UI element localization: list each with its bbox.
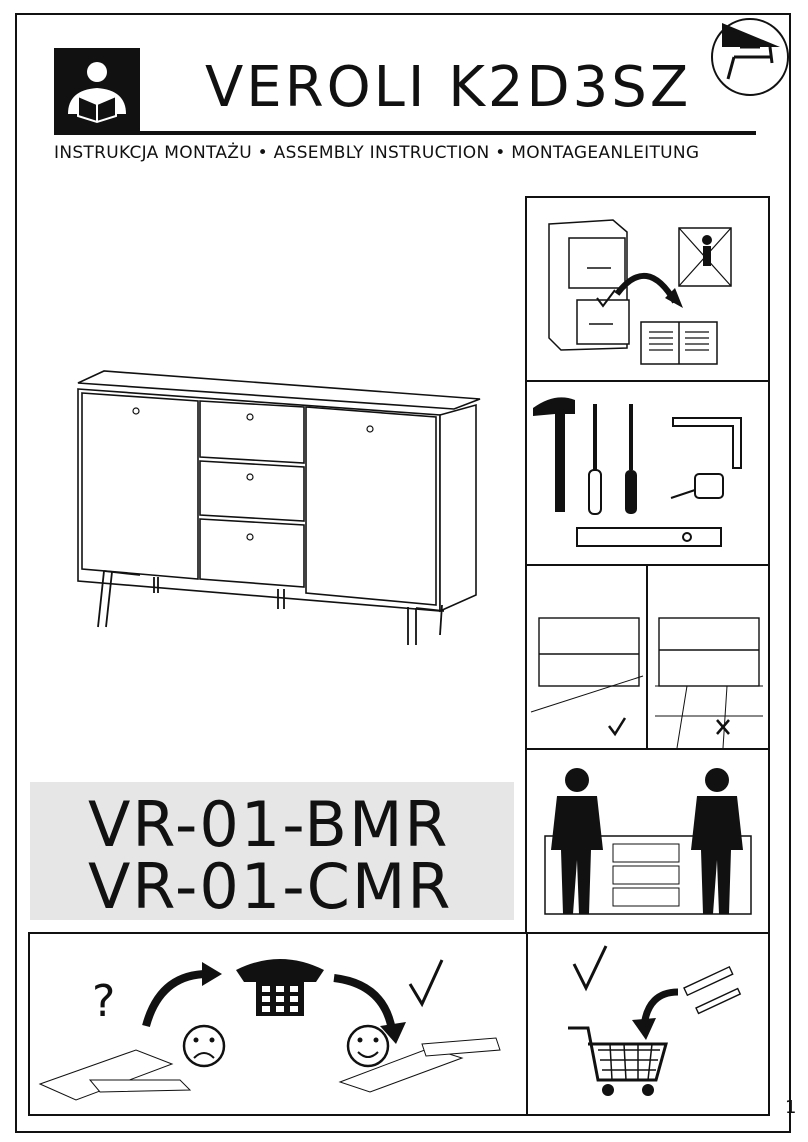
product-title: VEROLI K2D3SZ	[205, 55, 692, 120]
panel-keep-instructions	[525, 196, 770, 382]
panel-tools	[525, 380, 770, 566]
brand-logo-icon	[710, 17, 790, 97]
page-number: 1	[785, 1097, 797, 1118]
person-reading-icon	[54, 48, 140, 134]
page-frame	[15, 13, 791, 1133]
model-number: VR-01-CMR	[88, 850, 453, 923]
panel-assembly-surface	[525, 564, 770, 750]
panel-two-people	[525, 748, 770, 934]
document-subtitle: INSTRUKCJA MONTAŻU • ASSEMBLY INSTRUCTIO…	[54, 143, 700, 163]
sideboard-illustration	[74, 365, 484, 655]
model-number-box: VR-01-BMR VR-01-CMR	[30, 782, 514, 923]
question-mark: ?	[92, 976, 116, 1027]
panel-customer-service: ?	[28, 932, 528, 1116]
telephone-icon	[236, 959, 324, 1016]
model-number: VR-01-BMR	[88, 788, 450, 861]
panel-missing-parts	[526, 932, 770, 1116]
title-rule	[54, 131, 756, 135]
